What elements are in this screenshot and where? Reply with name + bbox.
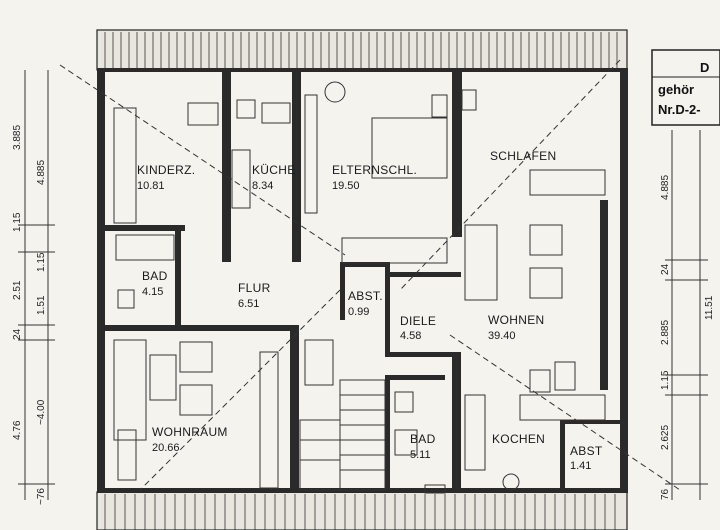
dim-left-7: 24 — [12, 328, 23, 340]
dim-left-6: 1.51 — [36, 295, 47, 315]
dimension-line-left: 3.885 4.885 1.15 2.51 1.15 1.51 24 4.76 … — [12, 70, 55, 505]
dim-left-2: 4.885 — [36, 160, 47, 185]
room-area-wohnen: 39.40 — [488, 330, 516, 342]
room-area-kinderz: 10.81 — [137, 180, 165, 192]
interior-walls — [105, 72, 620, 492]
dim-left-5: 1.15 — [36, 252, 47, 272]
room-area-flur: 6.51 — [238, 298, 259, 310]
dim-right-5: 1.15 — [660, 370, 671, 390]
room-label-wohnen: WOHNEN — [488, 313, 544, 327]
room-label-wohnraum: WOHNRAUM — [152, 425, 228, 439]
room-area-elternschl: 19.50 — [332, 180, 360, 192]
room-label-kinderz: KINDERZ. — [137, 163, 195, 177]
room-label-elternschl: ELTERNSCHL. — [332, 163, 417, 177]
room-area-abst-1: 0.99 — [348, 306, 369, 318]
room-area-kueche: 8.34 — [252, 180, 273, 192]
title-block: D gehör Nr.D-2- — [651, 49, 720, 126]
staircase — [299, 379, 386, 491]
room-label-bad-2: BAD — [410, 432, 436, 446]
room-area-diele: 4.58 — [400, 330, 421, 342]
room-label-diele: DIELE — [400, 314, 436, 328]
room-label-schlafen: SCHLAFEN — [490, 149, 556, 163]
title-block-line-3: Nr.D-2- — [658, 102, 701, 117]
dim-left-1: 3.885 — [12, 125, 23, 150]
title-block-line-1: D — [700, 60, 709, 75]
dim-right-1: 4.885 — [660, 175, 671, 200]
dimension-line-right: 4.885 11.51 24 2.885 1.15 2.625 76 — [660, 130, 715, 500]
dim-right-6: 2.625 — [660, 425, 671, 450]
room-area-wohnraum: 20.66 — [152, 442, 180, 454]
room-label-flur: FLUR — [238, 281, 271, 295]
room-area-abst-2: 1.41 — [570, 460, 591, 472]
room-label-abst-1: ABST. — [348, 289, 383, 303]
title-block-line-2: gehör — [658, 82, 694, 97]
dim-left-10: ~76 — [36, 488, 47, 505]
roof-hatch-top — [96, 29, 628, 71]
room-labels: KINDERZ. 10.81 KÜCHE 8.34 ELTERNSCHL. 19… — [137, 149, 603, 472]
dim-left-3: 1.15 — [12, 212, 23, 232]
furniture — [113, 81, 606, 494]
dim-right-3: 24 — [660, 263, 671, 275]
room-label-kochen: KOCHEN — [492, 432, 545, 446]
roof-slope-lines — [59, 59, 681, 491]
room-label-kueche: KÜCHE — [252, 163, 296, 177]
roof-hatch-bottom — [96, 491, 628, 530]
dim-right-4: 2.885 — [660, 320, 671, 345]
room-area-bad-2: 5.11 — [410, 449, 431, 461]
room-area-bad-1: 4.15 — [142, 286, 163, 298]
room-label-bad-1: BAD — [142, 269, 168, 283]
room-label-abst-2: ABST — [570, 444, 603, 458]
dim-left-4: 2.51 — [12, 280, 23, 300]
dim-right-2: 11.51 — [704, 295, 715, 320]
dim-right-7: 76 — [660, 488, 671, 500]
dim-left-9: ~4.00 — [36, 399, 47, 425]
dim-left-8: 4.76 — [12, 420, 23, 440]
